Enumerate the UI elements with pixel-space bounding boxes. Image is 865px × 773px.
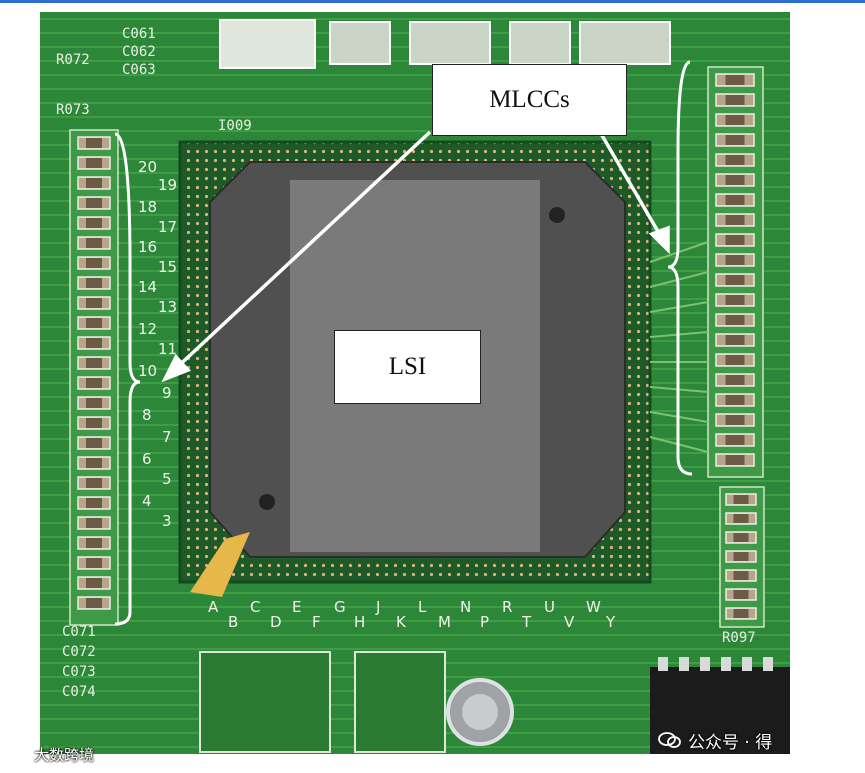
svg-text:T: T: [521, 613, 532, 631]
svg-text:17: 17: [158, 218, 177, 236]
gold-pad: [190, 532, 250, 597]
svg-text:D: D: [270, 613, 282, 631]
svg-text:G: G: [334, 598, 346, 616]
svg-text:C071: C071: [62, 624, 96, 640]
svg-text:E: E: [292, 598, 301, 616]
watermark-right-text: 公众号 · 得: [688, 732, 773, 753]
column-letters: AB CD EF GH JK LM NP RT UV WY: [208, 598, 616, 631]
svg-text:12: 12: [138, 320, 157, 338]
svg-text:B: B: [228, 613, 238, 631]
svg-text:A: A: [208, 598, 219, 616]
svg-text:18: 18: [138, 198, 157, 216]
svg-text:C061: C061: [122, 26, 156, 42]
ic-pin: [721, 657, 731, 671]
svg-text:R097: R097: [722, 630, 756, 646]
watermark-left: 大数跨境: [6, 741, 94, 767]
svg-text:20: 20: [138, 158, 157, 176]
svg-text:J: J: [375, 598, 380, 616]
svg-text:16: 16: [138, 238, 157, 256]
svg-text:5: 5: [162, 470, 172, 488]
svg-text:N: N: [460, 598, 471, 616]
svg-text:V: V: [564, 613, 575, 631]
svg-text:H: H: [354, 613, 365, 631]
wechat-icon: [658, 732, 681, 748]
svg-text:C073: C073: [62, 664, 96, 680]
svg-text:R: R: [502, 598, 512, 616]
right-bracket: [667, 60, 693, 476]
svg-text:19: 19: [158, 176, 177, 194]
svg-text:C062: C062: [122, 44, 156, 60]
svg-text:Y: Y: [605, 613, 616, 631]
svg-text:6: 6: [142, 450, 152, 468]
mlccs-label: MLCCs: [432, 64, 627, 136]
svg-text:P: P: [480, 613, 489, 631]
watermark-right: 公众号 · 得: [658, 727, 772, 753]
svg-text:9: 9: [162, 384, 172, 402]
svg-text:15: 15: [158, 258, 177, 276]
svg-text:W: W: [586, 598, 601, 616]
ic-pin: [679, 657, 689, 671]
svg-text:11: 11: [158, 340, 177, 358]
ic-pin: [658, 657, 668, 671]
left-bracket: [114, 132, 141, 626]
watermark-logo-icon: [7, 747, 28, 761]
svg-text:M: M: [438, 613, 451, 631]
top-accent-bar: [0, 0, 865, 3]
svg-text:8: 8: [142, 406, 152, 424]
ic-pin: [742, 657, 752, 671]
ic-package: [650, 667, 790, 754]
top-component-strip: [219, 19, 671, 69]
svg-text:F: F: [312, 613, 321, 631]
svg-text:14: 14: [138, 278, 157, 296]
svg-text:C: C: [250, 598, 260, 616]
lsi-label: LSI: [334, 330, 481, 404]
svg-text:K: K: [396, 613, 407, 631]
ic-pin: [700, 657, 710, 671]
svg-text:L: L: [418, 598, 427, 616]
svg-text:10: 10: [138, 362, 157, 380]
bottom-components: [199, 651, 790, 754]
svg-text:U: U: [544, 598, 555, 616]
ic-pin: [763, 657, 773, 671]
svg-text:R073: R073: [56, 102, 90, 118]
svg-text:R072: R072: [56, 52, 90, 68]
svg-text:4: 4: [142, 492, 152, 510]
svg-text:3: 3: [162, 512, 172, 530]
silkscreen-labels: R072 R073 C061 C062 C063 I009 C071 C072 …: [56, 26, 756, 700]
svg-text:C074: C074: [62, 684, 96, 700]
watermark-left-text: 大数跨境: [34, 745, 95, 764]
svg-text:C072: C072: [62, 644, 96, 660]
annotation-arrows: [161, 130, 670, 383]
svg-text:I009: I009: [218, 118, 252, 134]
svg-text:C063: C063: [122, 62, 156, 78]
svg-text:7: 7: [162, 428, 172, 446]
svg-text:13: 13: [158, 298, 177, 316]
